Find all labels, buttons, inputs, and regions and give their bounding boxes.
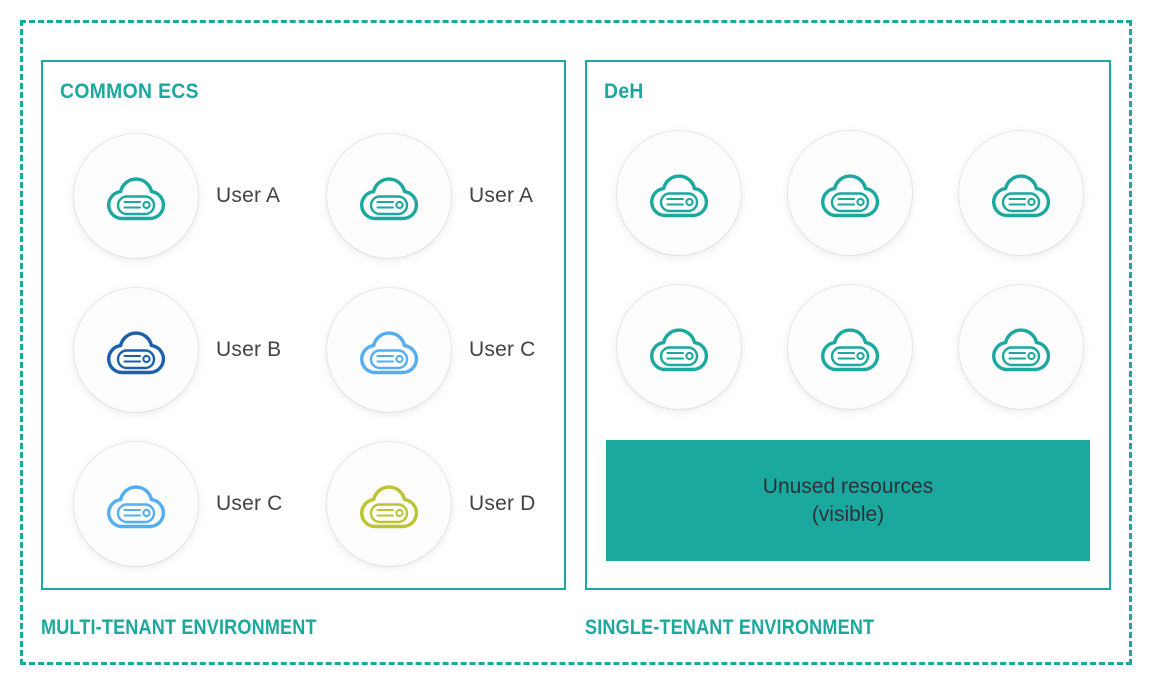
- cloud-server-icon: [360, 177, 419, 221]
- avatar: [788, 285, 912, 409]
- outer-boundary: [20, 20, 1132, 665]
- avatar: [959, 131, 1083, 255]
- node-user-c-1[interactable]: User C: [327, 288, 536, 412]
- node-user-b[interactable]: User B: [74, 288, 281, 412]
- cloud-server-icon: [650, 174, 709, 218]
- node-deh-4[interactable]: [617, 285, 741, 409]
- cloud-server-icon: [107, 177, 166, 221]
- avatar: [327, 134, 451, 258]
- node-user-a-2[interactable]: User A: [327, 134, 533, 258]
- cloud-server-icon: [821, 328, 880, 372]
- node-label: User C: [216, 492, 283, 515]
- node-label: User A: [216, 184, 281, 207]
- node-deh-1[interactable]: [617, 131, 741, 255]
- panel-common-ecs: COMMON ECS User A: [41, 60, 566, 590]
- cloud-server-icon: [821, 174, 880, 218]
- cloud-server-icon: [360, 485, 419, 529]
- unused-resources-block: Unused resources (visible): [606, 440, 1090, 561]
- node-label: User B: [216, 338, 282, 361]
- node-user-c-2[interactable]: User C: [74, 442, 283, 566]
- cloud-server-icon: [107, 485, 166, 529]
- node-label: User C: [469, 338, 536, 361]
- node-user-d[interactable]: User D: [327, 442, 536, 566]
- cloud-server-icon: [650, 328, 709, 372]
- caption-multi-tenant-environment: MULTI-TENANT ENVIRONMENT: [41, 616, 317, 639]
- avatar: [617, 285, 741, 409]
- node-label: User D: [469, 492, 536, 515]
- cloud-server-icon: [360, 331, 419, 375]
- node-deh-3[interactable]: [959, 131, 1083, 255]
- panel-title-deh: DeH: [604, 80, 644, 103]
- cloud-server-icon: [992, 328, 1051, 372]
- avatar: [74, 288, 198, 412]
- node-deh-2[interactable]: [788, 131, 912, 255]
- avatar: [788, 131, 912, 255]
- node-label: User A: [469, 184, 534, 207]
- node-user-a-1[interactable]: User A: [74, 134, 280, 258]
- panel-title-common-ecs: COMMON ECS: [60, 80, 199, 103]
- avatar: [959, 285, 1083, 409]
- node-deh-5[interactable]: [788, 285, 912, 409]
- caption-single-tenant-environment: SINGLE-TENANT ENVIRONMENT: [585, 616, 875, 639]
- avatar: [74, 442, 198, 566]
- avatar: [617, 131, 741, 255]
- unused-resources-line2: (visible): [811, 502, 885, 526]
- cloud-server-icon: [992, 174, 1051, 218]
- avatar: [327, 288, 451, 412]
- unused-resources-text: Unused resources (visible): [763, 473, 933, 529]
- avatar: [327, 442, 451, 566]
- node-deh-6[interactable]: [959, 285, 1083, 409]
- unused-resources-line1: Unused resources: [762, 474, 934, 498]
- cloud-server-icon: [107, 331, 166, 375]
- avatar: [74, 134, 198, 258]
